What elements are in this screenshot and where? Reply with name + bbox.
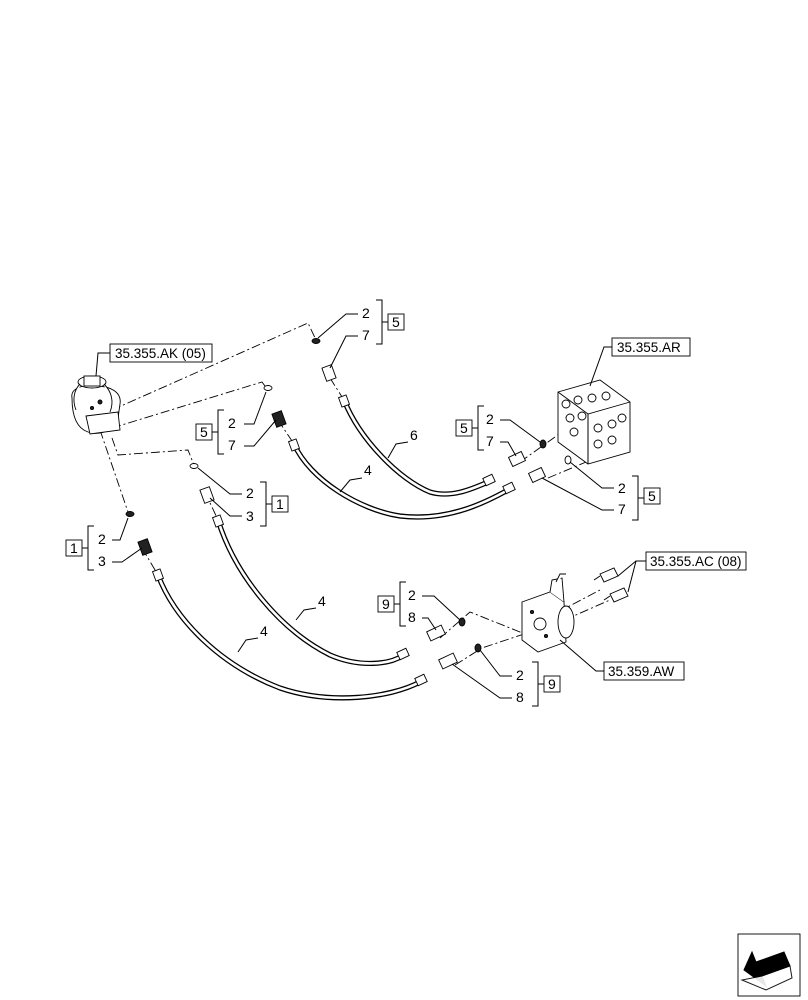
fittings xyxy=(125,338,572,687)
callout-box-number: 5 xyxy=(460,420,468,436)
hose-label: 6 xyxy=(387,427,418,459)
callout-box-number: 9 xyxy=(548,676,556,692)
callout-bottom-number: 7 xyxy=(618,501,626,517)
callout-group: 2 3 1 xyxy=(197,467,289,527)
callout-top-number: 2 xyxy=(516,667,524,683)
ref-joystick[interactable]: 35.355.AK (05) xyxy=(95,343,213,377)
svg-text:4: 4 xyxy=(260,623,268,639)
electrical-connectors xyxy=(593,567,629,603)
callout-box-number: 1 xyxy=(276,496,284,512)
ref-motor[interactable]: 35.359.AW xyxy=(559,639,685,681)
callout-group: 5 2 7 xyxy=(455,405,541,457)
svg-text:4: 4 xyxy=(318,593,326,609)
callout-bottom-number: 8 xyxy=(516,689,524,705)
ref-joystick-label: 35.355.AK (05) xyxy=(115,346,206,361)
callout-bottom-number: 8 xyxy=(408,609,416,625)
callout-group: 2 7 5 xyxy=(317,299,405,369)
callout-group: 2 7 5 xyxy=(541,461,661,521)
svg-text:4: 4 xyxy=(364,462,372,478)
valve-block xyxy=(557,379,631,465)
callout-group: 9 2 8 xyxy=(377,581,461,631)
callout-top-number: 2 xyxy=(246,485,254,501)
callout-bottom-number: 7 xyxy=(486,433,494,449)
callout-top-number: 2 xyxy=(618,480,626,496)
callout-top-number: 2 xyxy=(228,415,236,431)
callout-top-number: 2 xyxy=(408,587,416,603)
joystick-assembly xyxy=(71,375,121,435)
hose-label: 4 xyxy=(237,623,268,653)
ref-valve-block[interactable]: 35.355.AR xyxy=(589,337,691,387)
callout-box-number: 5 xyxy=(200,424,208,440)
callout-bottom-number: 3 xyxy=(98,553,106,569)
callout-top-number: 2 xyxy=(362,305,370,321)
ref-valve-block-label: 35.355.AR xyxy=(617,340,681,355)
callout-box-number: 5 xyxy=(392,314,400,330)
callout-bottom-number: 7 xyxy=(228,437,236,453)
callout-box-number: 1 xyxy=(70,540,78,556)
navigation-arrow-icon[interactable] xyxy=(737,933,801,997)
callout-box-number: 9 xyxy=(382,596,390,612)
hose-label: 4 xyxy=(339,462,372,493)
callout-group: 5 2 7 xyxy=(195,391,277,455)
callout-group: 1 2 3 xyxy=(65,517,143,571)
callout-top-number: 2 xyxy=(98,531,106,547)
callout-bottom-number: 3 xyxy=(246,508,254,524)
hoses xyxy=(155,397,511,701)
ref-motor-label: 35.359.AW xyxy=(608,664,675,679)
callout-top-number: 2 xyxy=(486,411,494,427)
svg-text:6: 6 xyxy=(410,427,418,443)
hose-label: 4 xyxy=(295,593,326,621)
callout-box-number: 5 xyxy=(648,488,656,504)
callout-bottom-number: 7 xyxy=(362,327,370,343)
callout-group: 2 8 9 xyxy=(451,649,561,707)
ref-connectors-label: 35.355.AC (08) xyxy=(650,554,742,569)
motor-assembly xyxy=(521,573,575,653)
ref-connectors[interactable]: 35.355.AC (08) xyxy=(617,551,747,593)
